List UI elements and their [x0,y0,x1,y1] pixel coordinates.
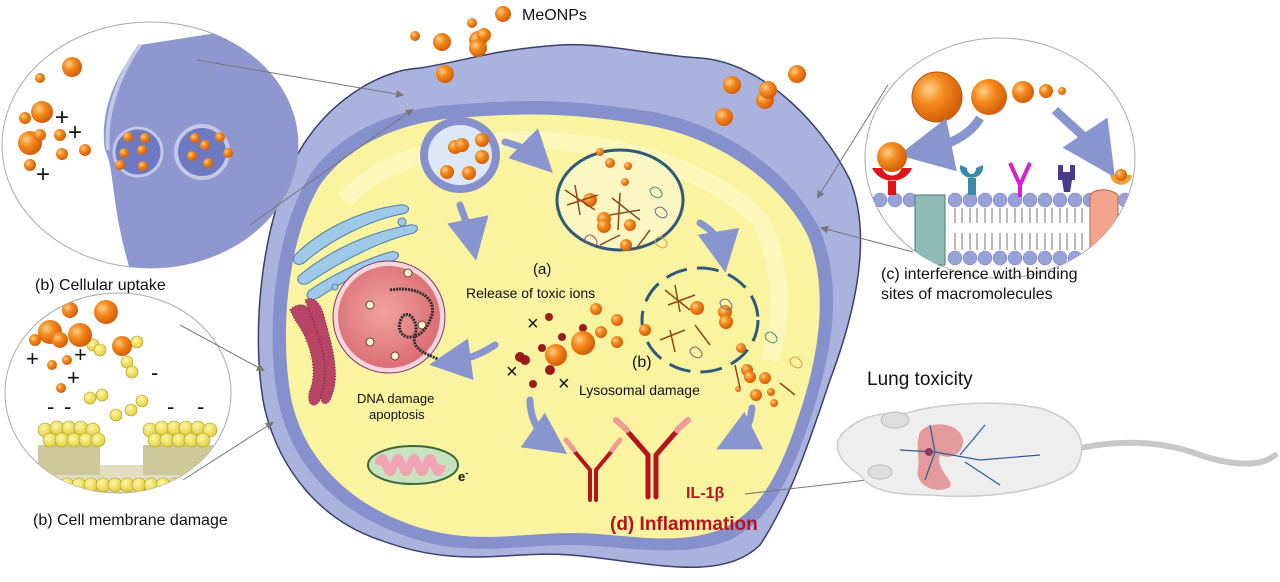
meonps-label: MeONPs [522,7,587,24]
cytoplasm [285,114,820,539]
dna-damage-label: DNA damage [357,391,434,406]
channel-protein-salmon [1089,189,1119,266]
arrow-lysosome-to-damaged [696,219,740,273]
arrow-endosome-down [447,201,489,261]
plus-2: + [68,119,82,146]
callout-membrane-damage [4,292,232,494]
cross-mark-2: × [506,361,518,383]
callout-binding-interference [864,37,1136,279]
mitochondrion [367,445,459,485]
process-arrows [429,128,764,455]
electron-label: e- [458,468,468,484]
plus-4: + [26,346,39,371]
lysosomal-tag: (b) [632,354,652,371]
mouse-vessels [899,424,1041,486]
lysosomal-text: Lysosomal damage [579,382,700,398]
interference-label-line2: sites of macromolecules [881,286,1053,303]
toxic-ions [515,303,651,388]
nucleus [332,260,446,374]
release-tag: (a) [533,261,551,278]
plus-5: + [74,342,87,367]
cellular-uptake-label: (b) Cellular uptake [35,277,166,294]
receptor-magenta [1008,162,1032,197]
endoplasmic-reticulum [289,298,336,406]
minus-4: - [167,394,174,419]
il1b-label: IL-1β [686,485,724,502]
interference-label-line1: (c) interference with binding [881,266,1078,283]
plus-1: + [55,104,69,131]
cross-mark-1: × [527,313,539,335]
inflammation-label: (d) Inflammation [610,514,758,535]
arrow-damaged-to-inflammation [716,404,764,450]
cell-membrane-damage-label: (b) Cell membrane damage [33,512,228,529]
apoptosis-label: apoptosis [369,407,425,422]
arrow-ions-to-inflammation [520,396,568,455]
mouse-illustration [836,402,1278,498]
plus-3: + [36,161,50,188]
endosome [420,117,500,193]
receptor-red [872,168,912,195]
channel-protein-teal [914,194,946,266]
lysosome-intact [555,148,685,252]
minus-5: - [197,394,204,419]
minus-1: - [151,360,158,385]
nanoparticles-outside [410,6,806,126]
mouse-lungs [917,424,963,490]
receptor-teal [959,165,984,195]
arrow-endosome-to-lysosome [501,128,553,173]
plus-6: + [67,365,80,390]
arrow-to-nucleus [429,338,499,381]
cross-mark-3: × [558,373,570,395]
callout-cellular-uptake [1,21,299,269]
receptor-purple [1058,165,1075,192]
cytokine-antibody-small [563,437,623,502]
minus-3: - [64,394,71,419]
dna-strand [389,287,441,362]
release-text: Release of toxic ions [466,285,595,301]
minus-2: - [47,394,54,419]
lung-toxicity-label: Lung toxicity [867,369,973,390]
mouse-tail [1077,439,1278,467]
cell [257,43,862,568]
cytokine-antibody-large [613,417,691,500]
